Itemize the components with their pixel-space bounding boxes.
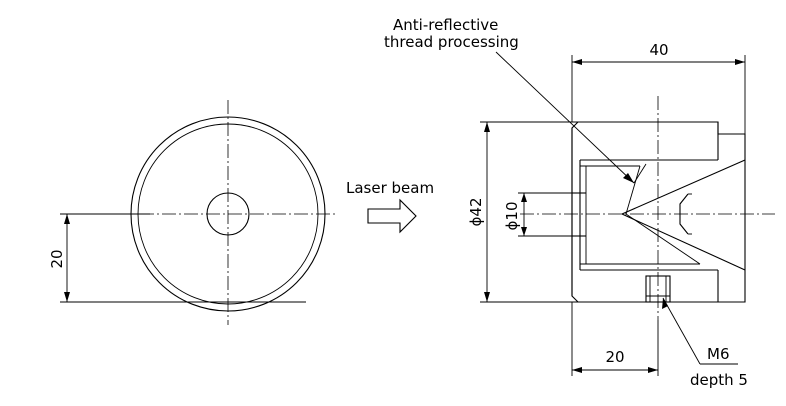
- hole-offset-dimension: 20: [605, 348, 624, 366]
- dia42-arrow-top: [484, 122, 490, 132]
- bore-diameter-dimension: ϕ10: [503, 202, 521, 231]
- anti-reflective-leader-line: [495, 51, 635, 184]
- thread-depth-label: depth 5: [690, 371, 748, 389]
- front-dim-arrow-top: [64, 214, 70, 224]
- section-view: 40 ϕ42 ϕ10 20 M6 depth 5 Anti-reflective: [384, 16, 775, 389]
- cone-lower-inner: [625, 213, 701, 265]
- cone-upper-inner: [625, 165, 641, 215]
- cone-lower-edge: [621, 213, 746, 271]
- front-dim-arrow-bottom: [64, 292, 70, 302]
- dim20-arrow-right: [648, 367, 658, 373]
- dim40-arrow-left: [572, 59, 582, 65]
- side-diameter-dimension: ϕ42: [467, 198, 485, 227]
- dia10-arrow-bottom: [521, 227, 527, 236]
- anti-reflective-label-line1: Anti-reflective: [393, 16, 498, 34]
- dim20-arrow-left: [572, 367, 582, 373]
- dia42-arrow-bottom: [484, 292, 490, 302]
- anti-reflective-arrow-tail: [633, 163, 647, 184]
- thread-size-label: M6: [707, 345, 730, 363]
- side-width-dimension: 40: [649, 41, 668, 59]
- anti-reflective-leader-arrow: [623, 173, 634, 183]
- dim40-arrow-right: [735, 59, 745, 65]
- laser-beam-arrow-icon: [367, 198, 417, 234]
- m6-leader-line: [662, 297, 701, 365]
- dia10-arrow-top: [521, 193, 527, 202]
- front-height-dimension: 20: [48, 249, 66, 268]
- laser-beam-label: Laser beam: [346, 179, 434, 197]
- cone-upper-edge: [621, 159, 746, 215]
- m6-leader-arrow: [662, 298, 668, 309]
- laser-beam-indicator: Laser beam: [346, 179, 434, 234]
- anti-reflective-label-line2: thread processing: [384, 33, 519, 51]
- front-view: 20: [48, 100, 338, 325]
